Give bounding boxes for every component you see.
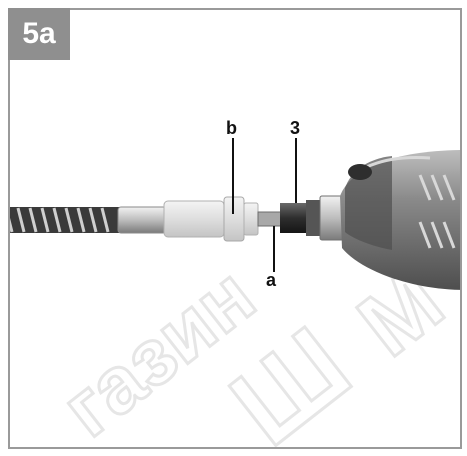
callout-label-a: a — [266, 270, 277, 290]
shaft-sleeve — [117, 206, 167, 234]
rotary-tool-body — [340, 150, 460, 290]
flexible-shaft — [10, 207, 120, 233]
figure-label: 5a — [8, 8, 70, 60]
inner-core — [257, 211, 283, 227]
coupling-housing — [163, 196, 259, 242]
callout-label-b: b — [226, 118, 237, 138]
callout-label-3: 3 — [290, 118, 301, 138]
collet-nut — [280, 195, 347, 241]
watermark: газин Ш М — [44, 249, 460, 447]
callout-lines — [232, 138, 297, 272]
